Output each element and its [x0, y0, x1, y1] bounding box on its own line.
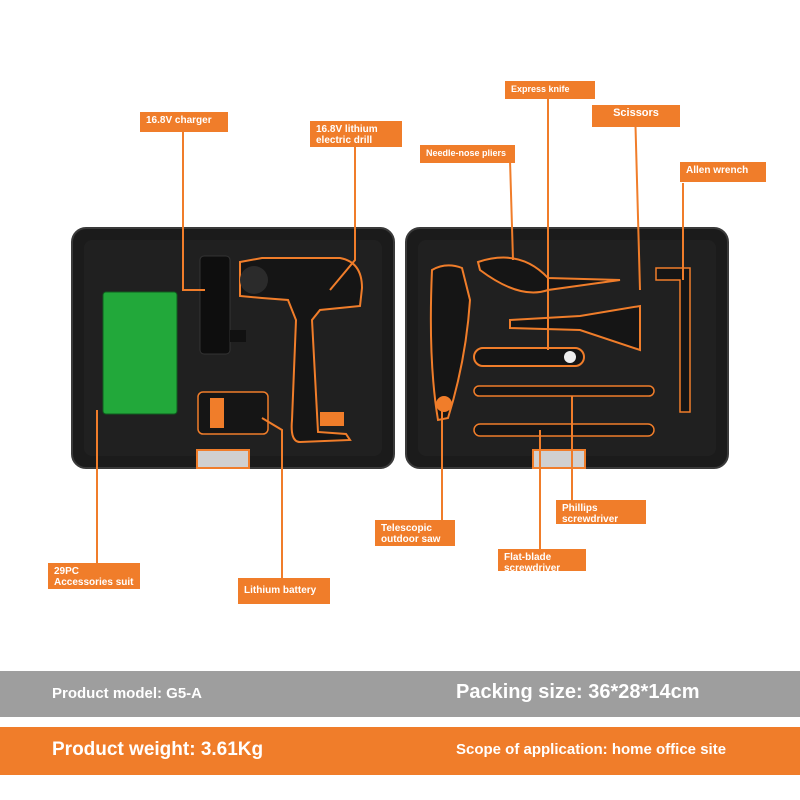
knife: [473, 347, 585, 367]
battery: [197, 391, 269, 435]
accessory-tray: [102, 291, 178, 415]
callout-charger: 16.8V charger: [140, 112, 228, 132]
scissors: [509, 304, 641, 352]
callout-saw: Telescopic outdoor saw: [375, 520, 455, 546]
spec-bar-orange: Product weight: 3.61Kg Scope of applicat…: [0, 727, 800, 775]
pliers: [476, 256, 621, 294]
callout-phillips: Phillips screwdriver: [556, 500, 646, 525]
product-weight: Product weight: 3.61Kg: [52, 739, 264, 760]
battery-label: [210, 398, 224, 428]
phillips-screwdriver: [473, 385, 655, 397]
saw: [429, 264, 472, 422]
callout-accessories: 29PC Accessories suit: [48, 563, 140, 589]
leader-charger: [182, 129, 205, 291]
leader-battery: [261, 417, 283, 580]
leader-drill: [329, 145, 356, 291]
drill-chuck: [240, 266, 268, 294]
callout-flat-blade: Flat-blade screwdriver: [498, 549, 586, 574]
callout-battery: Lithium battery: [238, 578, 330, 604]
charger: [199, 255, 231, 355]
saw-knob: [436, 396, 452, 412]
charger-plug: [230, 330, 246, 342]
left-clasp: [196, 449, 250, 469]
flat-blade-screwdriver: [473, 423, 655, 437]
application-scope: Scope of application: home office site: [456, 741, 727, 758]
packing-size: Packing size: 36*28*14cm: [456, 681, 700, 703]
product-model: Product model: G5-A: [52, 685, 203, 702]
callout-allen-wrench: Allen wrench: [680, 162, 766, 182]
callout-scissors: Scissors: [592, 105, 680, 127]
knife-button: [564, 351, 576, 363]
callout-drill: 16.8V lithium electric drill: [310, 121, 402, 147]
spec-bar-gray: Product model: G5-A Packing size: 36*28*…: [0, 671, 800, 717]
drill-badge: [320, 412, 344, 426]
allen-wrenches: [655, 267, 691, 413]
callout-express-knife: Express knife: [505, 81, 595, 99]
callout-pliers: Needle-nose pliers: [420, 145, 515, 163]
